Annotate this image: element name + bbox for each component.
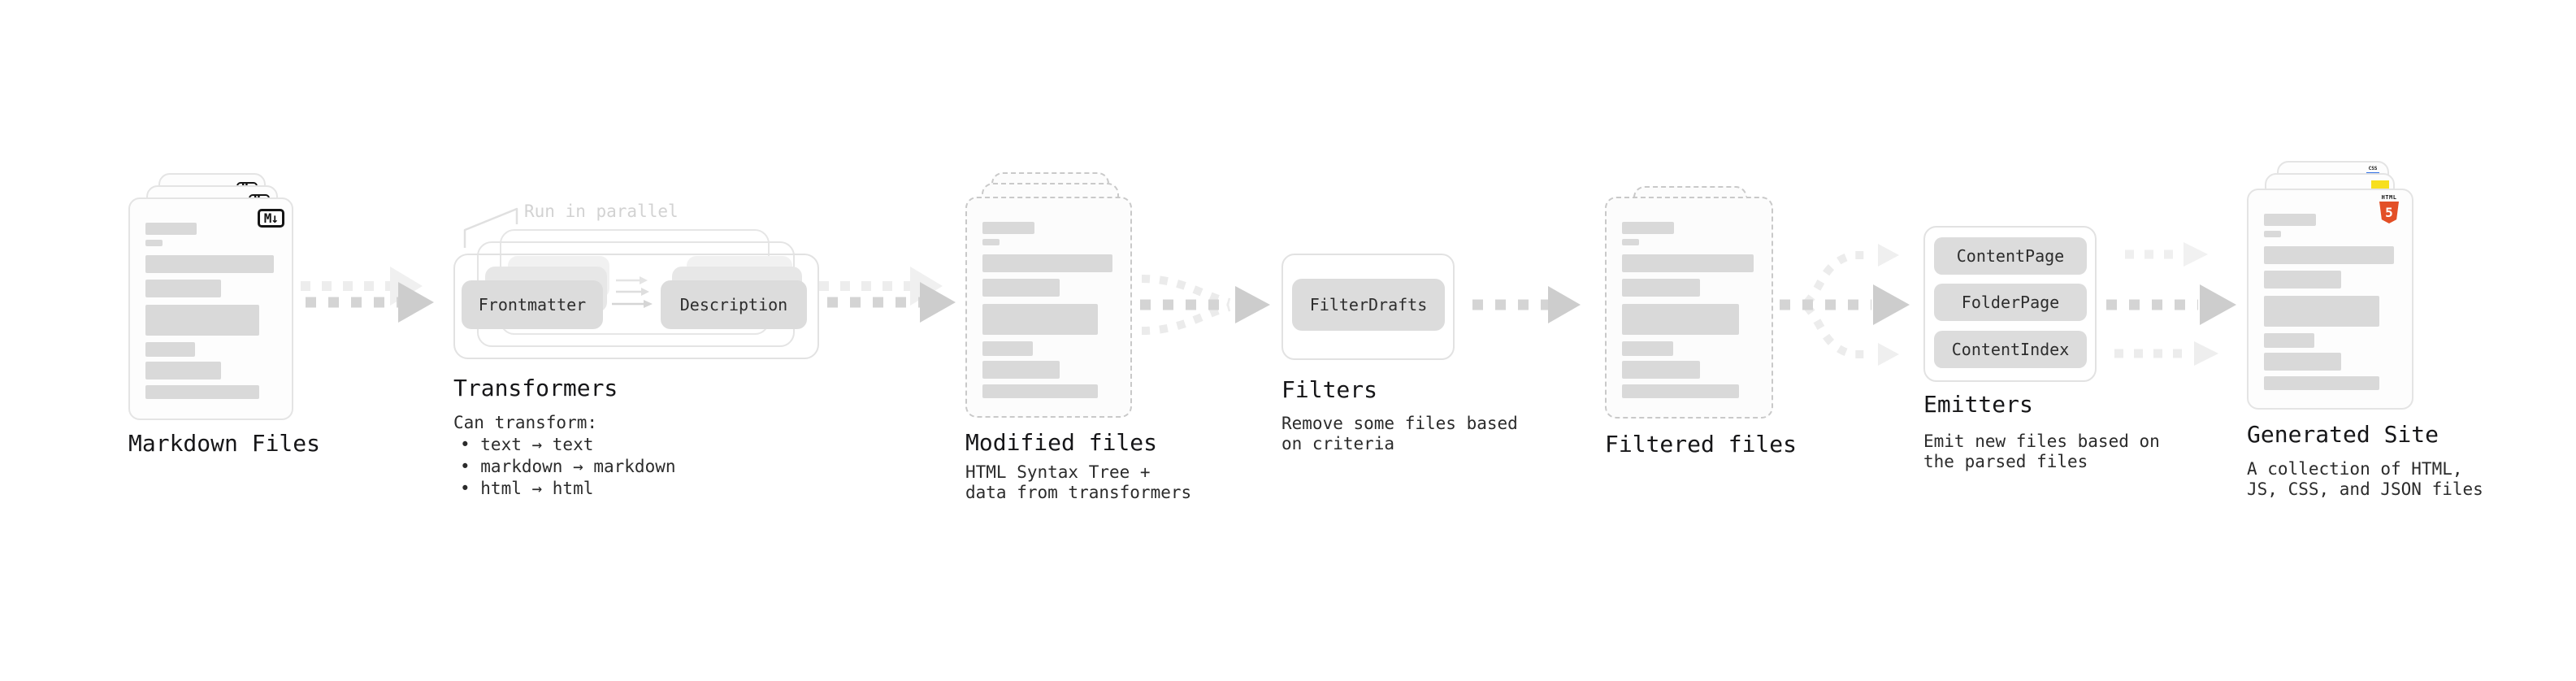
doc-line — [982, 361, 1060, 379]
stage-title-markdown-files: Markdown Files — [128, 430, 321, 457]
doc-line — [145, 280, 222, 297]
doc-line — [145, 385, 260, 399]
doc-skeleton — [967, 198, 1130, 416]
doc-skeleton — [2249, 190, 2412, 408]
stage-title-modified-files: Modified files — [965, 429, 1158, 456]
stage-subtitle-modified-files: HTML Syntax Tree + data from transformer… — [965, 462, 1192, 502]
doc-line — [145, 305, 260, 336]
doc-line — [1622, 222, 1675, 234]
emitter-box-folderpage: FolderPage — [1934, 284, 2087, 321]
emitter-box-contentindex: ContentIndex — [1934, 331, 2087, 368]
annotation-callout-line — [463, 207, 518, 248]
doc-line — [982, 384, 1098, 398]
css-icon-label: CSS — [2368, 166, 2378, 171]
doc-line — [2264, 271, 2341, 288]
doc-skeleton — [130, 199, 292, 419]
parallel-annotation: Run in parallel — [524, 202, 679, 221]
doc-line — [145, 240, 163, 246]
modified-file-front — [965, 197, 1132, 418]
transform-arrows-icon — [612, 276, 653, 308]
flow-arrow-filtered-to-emitters — [1780, 244, 1910, 366]
stage-subtitle-generated-site: A collection of HTML, JS, CSS, and JSON … — [2247, 459, 2483, 499]
flow-arrow-transformers-to-modified — [819, 267, 956, 323]
flow-arrow-filters-to-filtered — [1472, 286, 1581, 323]
doc-line — [982, 341, 1033, 356]
capabilities-heading: Can transform: — [453, 413, 598, 432]
doc-skeleton — [1607, 198, 1772, 417]
stage-title-generated-site: Generated Site — [2247, 421, 2439, 448]
html5-icon-number: 5 — [2385, 205, 2393, 220]
doc-line — [982, 222, 1034, 234]
filter-drafts-box: FilterDrafts — [1292, 279, 1445, 331]
filtered-file-front — [1605, 197, 1773, 419]
stage-title-filters: Filters — [1281, 376, 1378, 403]
capability-item: • markdown → markdown — [460, 457, 676, 476]
doc-line — [2264, 214, 2316, 226]
doc-line — [1622, 361, 1700, 379]
site-file-html: HTML 5 — [2247, 189, 2413, 410]
doc-line — [1622, 254, 1754, 272]
stage-subtitle-emitters: Emit new files based on the parsed files — [1923, 432, 2160, 471]
doc-line — [145, 223, 197, 235]
html5-icon-label: HTML — [2381, 194, 2397, 201]
doc-line — [2264, 231, 2282, 237]
doc-line — [1622, 341, 1673, 356]
doc-line — [2264, 246, 2394, 264]
doc-line — [145, 362, 222, 380]
doc-line — [1622, 239, 1640, 245]
doc-line — [982, 239, 1000, 245]
stage-title-transformers: Transformers — [453, 375, 618, 401]
frontmatter-box: Frontmatter — [462, 280, 603, 329]
doc-line — [2264, 296, 2379, 327]
doc-line — [2264, 333, 2314, 348]
doc-line — [982, 254, 1112, 272]
stage-title-emitters: Emitters — [1923, 391, 2033, 418]
description-box: Description — [661, 280, 807, 329]
doc-line — [1622, 279, 1700, 297]
markdown-icon: M↓ — [257, 209, 284, 228]
transformers-container-front — [453, 254, 819, 359]
stage-subtitle-filters: Remove some files based on criteria — [1281, 414, 1518, 453]
doc-line — [145, 342, 196, 357]
doc-line — [982, 279, 1060, 297]
doc-line — [982, 304, 1098, 335]
capability-item: • text → text — [460, 435, 594, 454]
emitter-box-contentpage: ContentPage — [1934, 237, 2087, 275]
flow-arrow-modified-to-filters — [1140, 275, 1270, 335]
document-card-front: M↓ — [128, 197, 293, 420]
doc-line — [1622, 384, 1739, 398]
html5-icon: HTML 5 — [2379, 194, 2400, 223]
doc-line — [1622, 304, 1739, 335]
doc-line — [145, 255, 274, 273]
doc-line — [2264, 376, 2379, 390]
transformers-capabilities: Can transform: • text → text • markdown … — [453, 412, 676, 500]
capability-item: • html → html — [460, 479, 594, 498]
doc-line — [2264, 353, 2341, 371]
html5-icon-shield: 5 — [2379, 202, 2399, 223]
flow-arrow-emitters-to-site — [2106, 242, 2236, 366]
flow-arrow-markdown-to-transformers — [301, 267, 434, 323]
stage-title-filtered-files: Filtered files — [1605, 431, 1798, 458]
